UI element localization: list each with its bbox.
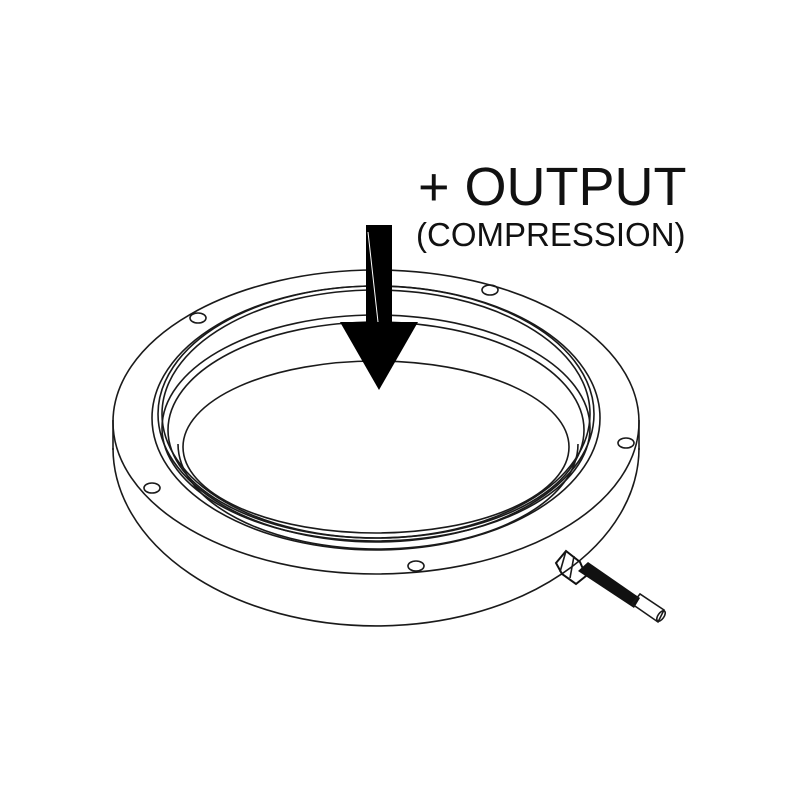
mounting-hole [481, 284, 499, 296]
cable-connector-icon [554, 549, 667, 624]
arrow-down-icon [340, 225, 418, 390]
ring-inner-lip [177, 443, 579, 550]
mounting-hole [617, 437, 635, 449]
mounting-holes [143, 284, 635, 572]
ring-inner-hole [182, 360, 570, 534]
mounting-hole [189, 312, 207, 324]
mounting-hole [407, 560, 425, 572]
compression-label: (COMPRESSION) [416, 216, 686, 253]
ring-outer-bottom-edge [112, 447, 640, 627]
output-label: + OUTPUT [418, 157, 687, 217]
mounting-hole [143, 482, 161, 494]
